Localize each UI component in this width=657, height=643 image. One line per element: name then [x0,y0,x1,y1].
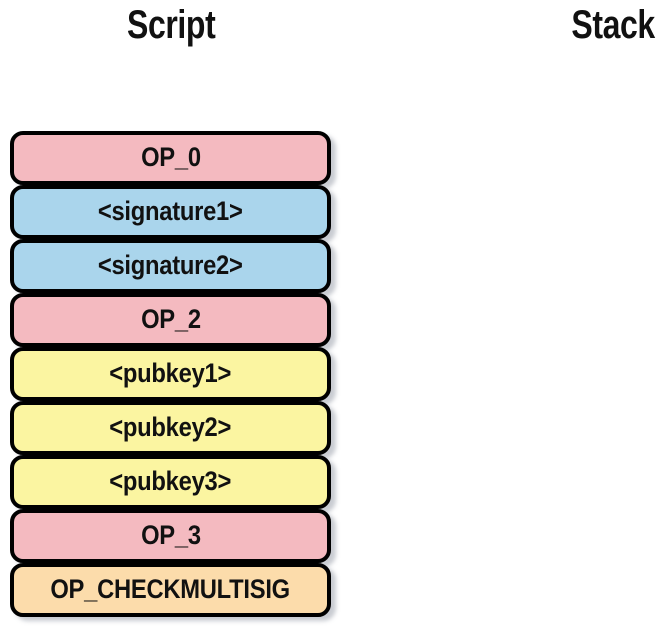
script-item-label: OP_2 [140,303,201,334]
script-column-header: Script [61,4,281,46]
script-item-signature-2: <signature2> [10,239,331,293]
script-item-op-2: OP_2 [10,293,331,347]
script-item-label: OP_0 [140,141,201,172]
script-item-pubkey-3: <pubkey3> [10,455,331,509]
script-item-label: OP_CHECKMULTISIG [50,573,291,604]
stack-column-title: Stack [571,3,655,47]
script-item-label: <pubkey2> [109,411,232,442]
script-item-op-0: OP_0 [10,131,331,185]
script-item-label: <signature2> [98,249,243,280]
script-item-op-3: OP_3 [10,509,331,563]
script-column-title: Script [126,3,216,47]
script-item-label: <signature1> [98,195,243,226]
script-item-label: <pubkey1> [109,357,232,388]
script-items-stack: OP_0 <signature1> <signature2> OP_2 <pub… [10,131,331,617]
script-item-label: <pubkey3> [109,465,232,496]
script-item-pubkey-2: <pubkey2> [10,401,331,455]
script-item-label: OP_3 [140,519,201,550]
script-item-pubkey-1: <pubkey1> [10,347,331,401]
script-item-op-checkmultisig: OP_CHECKMULTISIG [10,563,331,617]
stack-column-header: Stack [503,4,657,46]
script-item-signature-1: <signature1> [10,185,331,239]
